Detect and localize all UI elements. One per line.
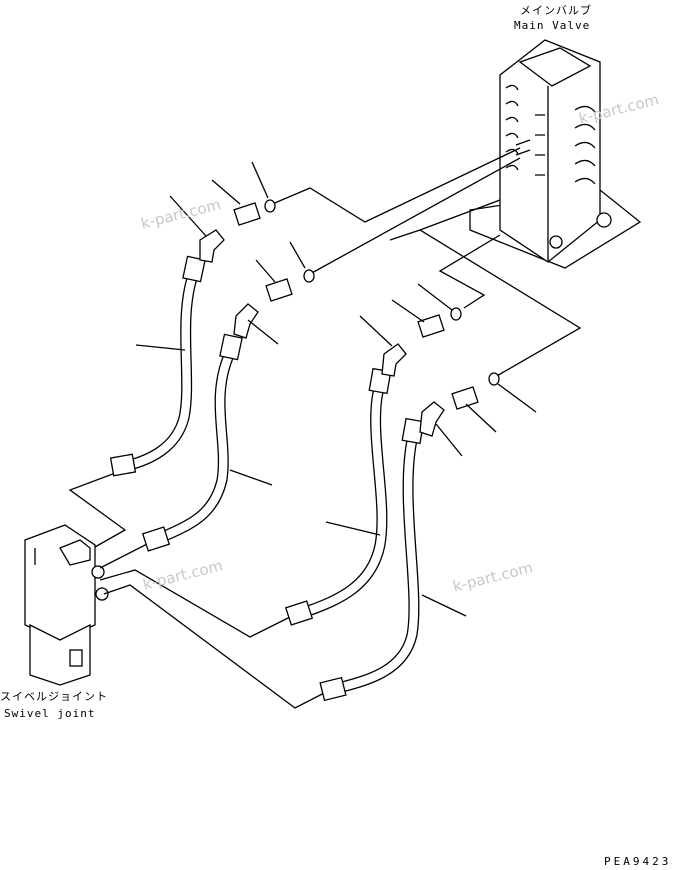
adapter-1 [233, 202, 261, 226]
o-ring-4 [488, 372, 500, 386]
elbow-fitting-1 [199, 229, 225, 263]
elbow-fitting-2 [233, 303, 259, 339]
hose-3 [284, 367, 392, 626]
fittings [199, 199, 500, 437]
elbow-fitting-3 [381, 343, 407, 377]
o-ring-3 [450, 307, 462, 321]
hose-4 [319, 417, 425, 702]
elbow-fitting-4 [419, 401, 445, 437]
o-ring-1 [264, 199, 276, 213]
hose-1 [109, 255, 206, 477]
o-ring-2 [303, 269, 315, 283]
swivel-joint-label-en: Swivel joint [4, 707, 96, 720]
swivel-joint [24, 524, 109, 686]
valve-spools [505, 84, 596, 185]
swivel-routes [68, 471, 331, 709]
main-valve-label-jp: メインバルブ [520, 4, 592, 17]
main-valve-label-en: Main Valve [514, 19, 591, 32]
hose-2 [141, 333, 243, 552]
pipe-routes [269, 147, 582, 378]
swivel-joint-label-jp: スイベルジョイント [0, 690, 108, 703]
figure-code: PEA9423 [604, 855, 672, 868]
adapter-2 [265, 278, 293, 302]
adapter-3 [417, 314, 445, 338]
leader-lines [135, 161, 537, 617]
adapter-4 [451, 386, 479, 410]
main-valve [469, 39, 642, 269]
